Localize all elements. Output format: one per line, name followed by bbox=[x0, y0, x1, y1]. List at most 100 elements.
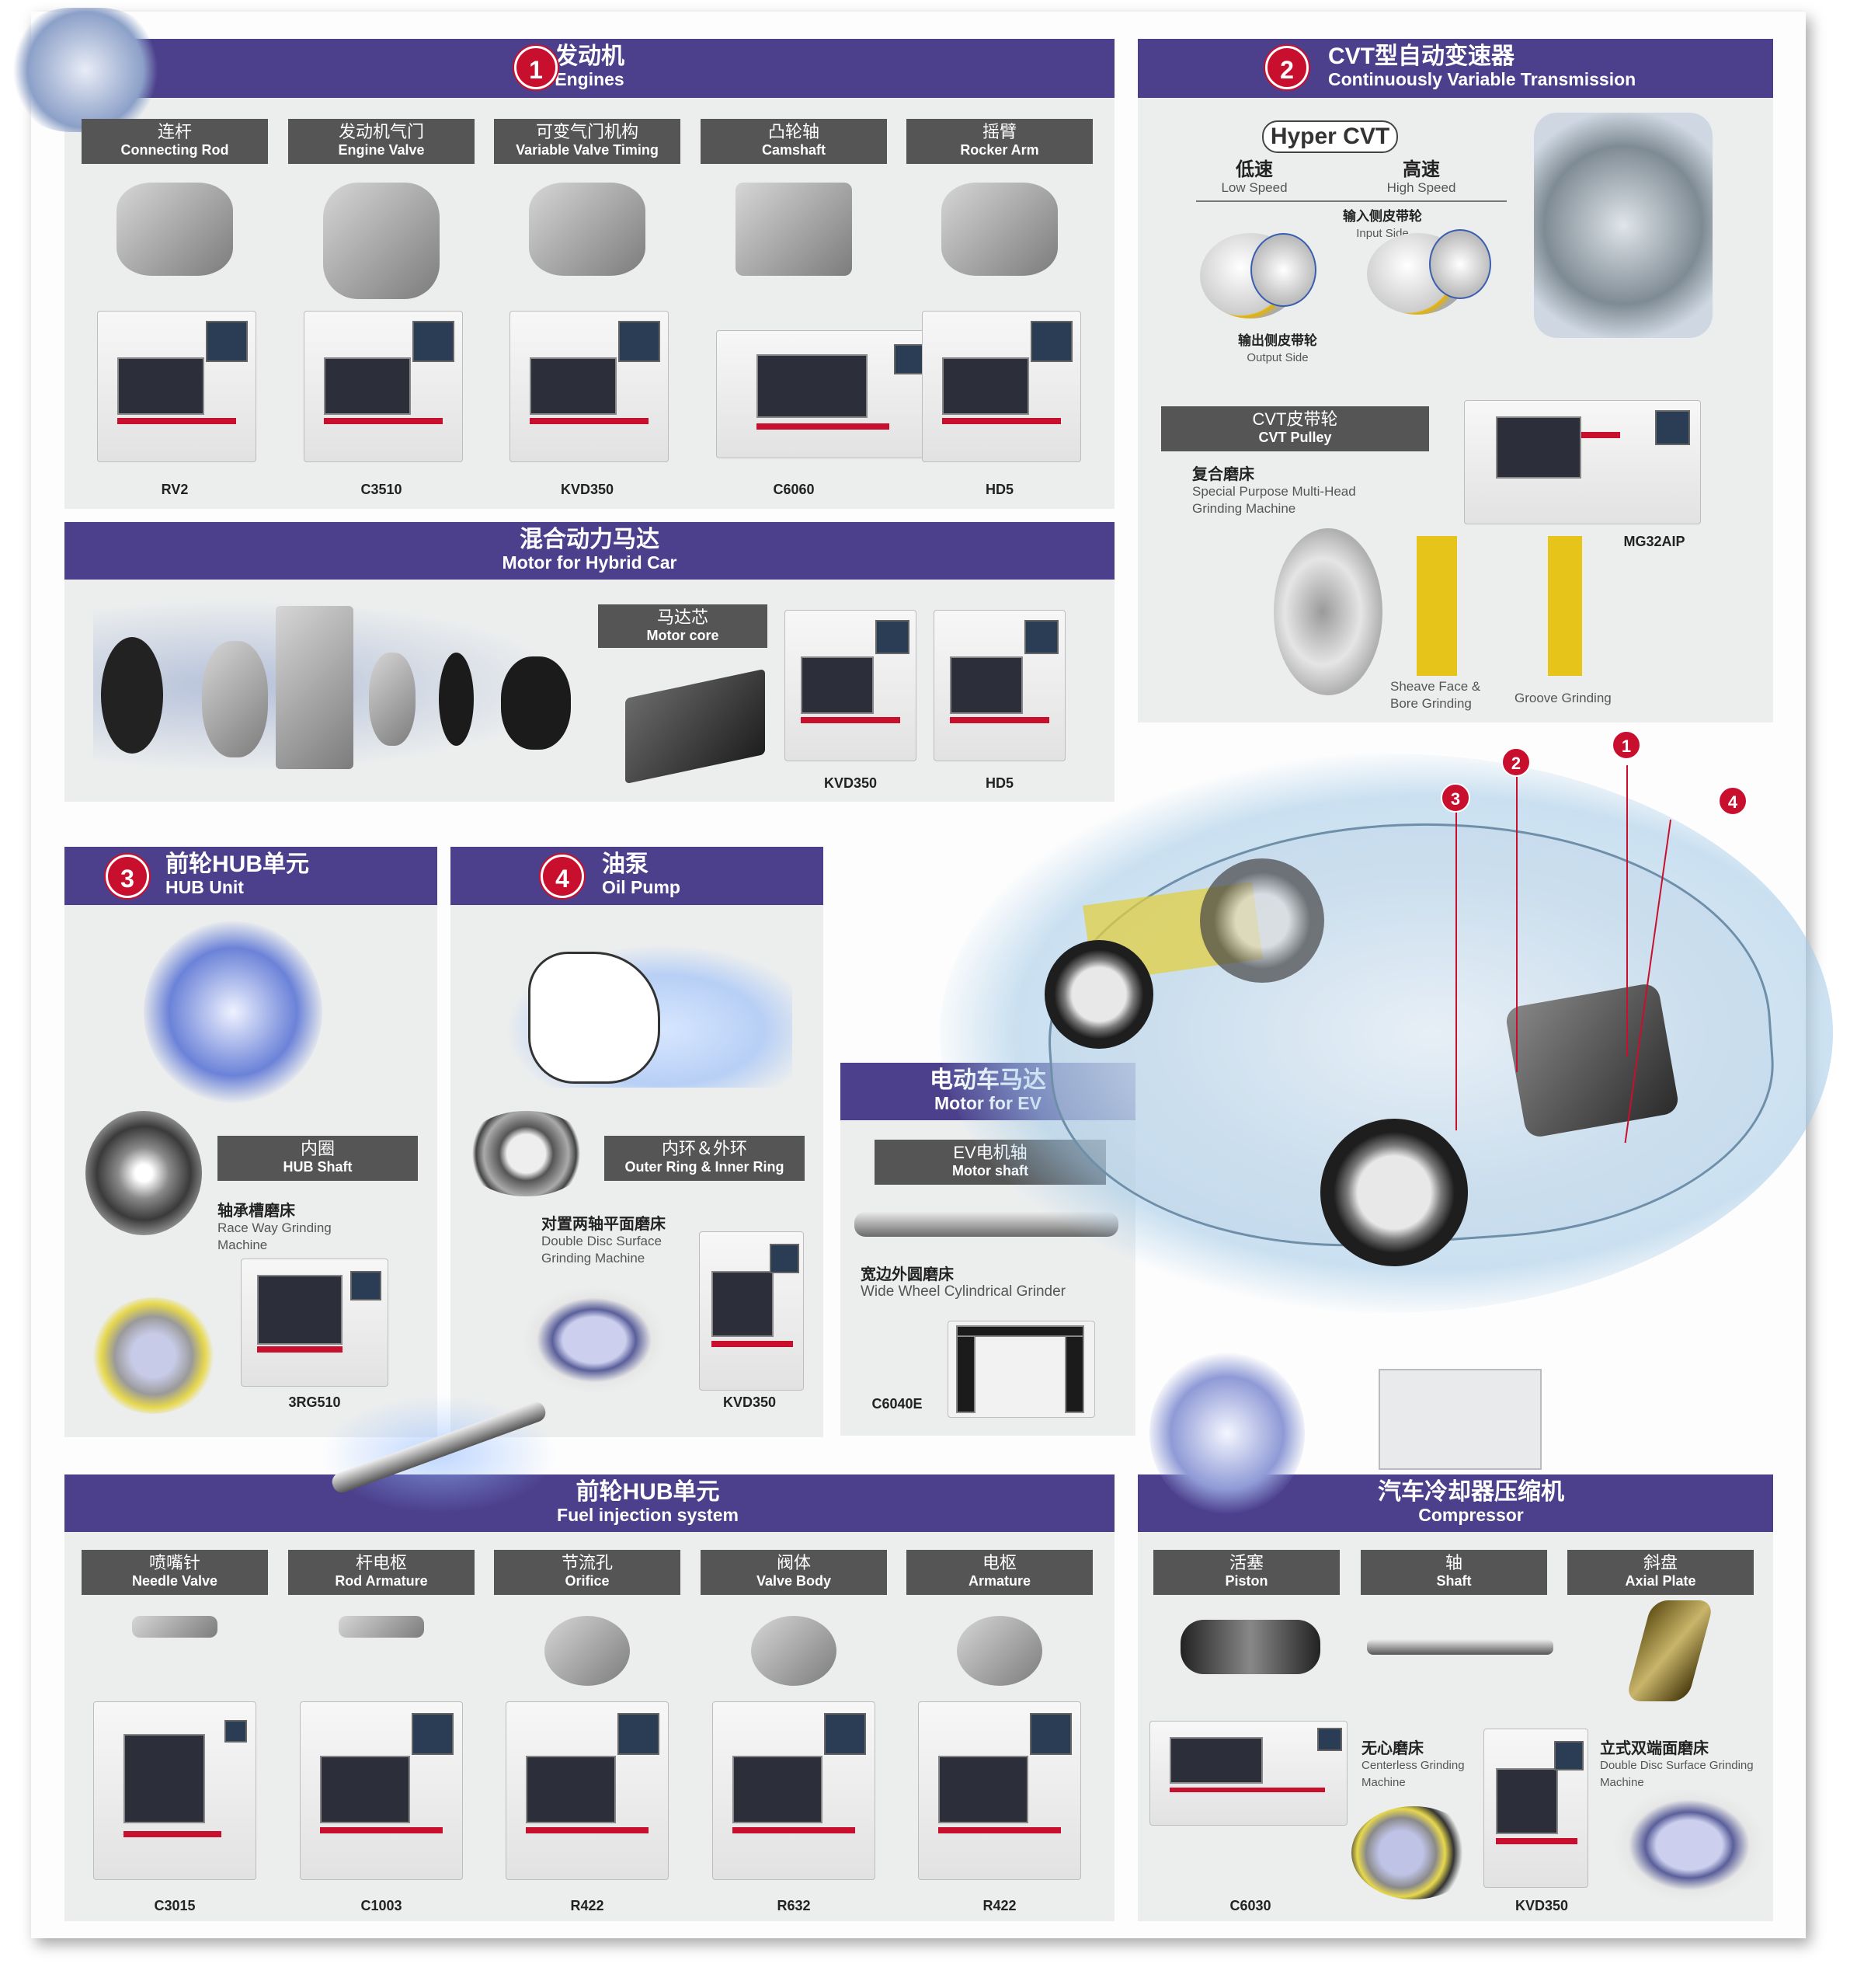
fuel-machine-2-door bbox=[320, 1756, 410, 1824]
speed-divider-line bbox=[1196, 200, 1507, 202]
low-speed-label: 低速 Low Speed bbox=[1212, 159, 1297, 197]
fuel-machine-2-stripe bbox=[320, 1827, 443, 1833]
marker-line-3 bbox=[1455, 808, 1457, 1130]
engine-machine-4-screen bbox=[894, 343, 925, 375]
oil-pump-rings-part bbox=[462, 1111, 590, 1196]
hub-shaft-part bbox=[85, 1111, 202, 1235]
oilpump-header: 油泵 Oil Pump bbox=[450, 847, 823, 905]
cvt-title-en: Continuously Variable Transmission bbox=[1328, 69, 1636, 89]
oil-kvd350-machine-image bbox=[699, 1231, 804, 1391]
fuel-machine-2 bbox=[300, 1701, 463, 1880]
oil-ring-en: Outer Ring & Inner Ring bbox=[624, 1159, 784, 1175]
ev-grinder-en: Wide Wheel Cylindrical Grinder bbox=[861, 1283, 1066, 1300]
engine-thumbnail-image bbox=[12, 8, 159, 132]
fuel-machine-5-screen bbox=[1029, 1712, 1073, 1756]
engine-part-label-2-zh: 发动机气门 bbox=[338, 122, 424, 141]
engine-machine-5-stripe bbox=[941, 417, 1062, 424]
mg32aip-label: MG32AIP bbox=[1623, 534, 1685, 549]
hybrid-machine-label-2: HD5 bbox=[985, 775, 1014, 791]
oil-ring-label: 内环＆外环 Outer Ring & Inner Ring bbox=[604, 1136, 805, 1181]
fuel-part-label-2-zh: 杆电枢 bbox=[355, 1553, 407, 1572]
motor-gear-part bbox=[501, 656, 571, 750]
hub-raceway-diagram bbox=[89, 1297, 217, 1414]
high-speed-en: High Speed bbox=[1386, 180, 1456, 195]
engine-part-label-1-en: Connecting Rod bbox=[120, 142, 229, 158]
hub-shaft-zh: 内圈 bbox=[300, 1139, 335, 1158]
fuel-machine-4-door bbox=[732, 1756, 822, 1824]
cvt-number-badge: 2 bbox=[1265, 46, 1309, 89]
engine-machine-4-door bbox=[756, 353, 868, 419]
groove-grinding-diagram bbox=[1522, 536, 1608, 676]
engine-machine-label-1: RV2 bbox=[161, 482, 189, 497]
fuel-machine-label-5: R422 bbox=[982, 1898, 1017, 1913]
car-marker-4: 4 bbox=[1718, 786, 1748, 816]
engine-machine-2-stripe bbox=[323, 417, 443, 424]
oilpump-grinder-zh: 对置两轴平面磨床 bbox=[541, 1216, 666, 1233]
hub-title-zh: 前轮HUB单元 bbox=[165, 851, 309, 877]
compressor-part-label-2-en: Shaft bbox=[1436, 1573, 1472, 1589]
fuel-machine-4-stripe bbox=[732, 1827, 855, 1833]
engine-part-label-1-zh: 连杆 bbox=[157, 122, 192, 141]
sheave-grinding-label: Sheave Face & Bore Grinding bbox=[1390, 679, 1481, 711]
c6030-machine-image bbox=[1149, 1721, 1348, 1826]
fuel-part-image-3 bbox=[544, 1616, 630, 1686]
oilpump-grinder-en: Double Disc Surface Grinding Machine bbox=[541, 1234, 662, 1266]
engine-part-label-3-en: Variable Valve Timing bbox=[516, 142, 659, 158]
hybrid-machine-2 bbox=[934, 610, 1066, 761]
hyper-cvt-label: Hyper CVT bbox=[1262, 120, 1398, 153]
fuel-machine-label-1: C3015 bbox=[154, 1898, 196, 1913]
ev-grinder-zh: 宽边外圆磨床 bbox=[861, 1266, 954, 1283]
hub-wheel-image bbox=[144, 921, 322, 1103]
compressor-cutaway-image bbox=[1379, 1369, 1542, 1470]
engine-machine-5 bbox=[922, 311, 1081, 462]
engine-part-image-1 bbox=[116, 183, 233, 276]
groove-grinding-label: Groove Grinding bbox=[1514, 691, 1612, 705]
fuel-part-label-3-en: Orifice bbox=[565, 1573, 610, 1589]
comp-disc-zh: 立式双端面磨床 bbox=[1600, 1740, 1709, 1757]
engine-machine-1-door bbox=[116, 357, 205, 415]
engines-number-badge: 1 bbox=[514, 46, 558, 89]
cvt-grinder-desc: 复合磨床 Special Purpose Multi-Head Grinding… bbox=[1192, 466, 1394, 517]
engine-machine-4-stripe bbox=[756, 423, 890, 430]
fuel-machine-4-screen bbox=[823, 1712, 867, 1756]
fuel-machine-3 bbox=[506, 1701, 669, 1880]
oil-pump-housing-part bbox=[528, 952, 660, 1084]
hub-number-badge: 3 bbox=[106, 855, 149, 898]
compressor-part-label-2-zh: 轴 bbox=[1445, 1553, 1462, 1572]
input-side-zh: 输入侧皮带轮 bbox=[1343, 209, 1422, 224]
low-speed-pulley-diagram-2 bbox=[1250, 233, 1316, 307]
compressor-part-label-3-zh: 斜盘 bbox=[1643, 1553, 1678, 1572]
oil-kvd350-label: KVD350 bbox=[722, 1394, 777, 1410]
compressor-title-zh: 汽车冷却器压缩机 bbox=[1378, 1479, 1564, 1505]
fuel-machine-label-2: C1003 bbox=[360, 1898, 402, 1913]
engines-title-en: Engines bbox=[555, 69, 624, 89]
hybrid-machine-label-1: KVD350 bbox=[823, 775, 878, 791]
compressor-part-label-3-en: Axial Plate bbox=[1625, 1573, 1696, 1589]
fuel-machine-1-stripe bbox=[123, 1830, 221, 1837]
fuel-part-label-5-zh: 电枢 bbox=[982, 1553, 1017, 1572]
engine-part-label-3-zh: 可变气门机构 bbox=[535, 122, 638, 141]
fuel-part-label-1-en: Needle Valve bbox=[131, 1573, 218, 1589]
engine-machine-label-2: C3510 bbox=[360, 482, 402, 497]
engine-machine-2-screen bbox=[412, 320, 454, 362]
fuel-machine-5-stripe bbox=[938, 1827, 1061, 1833]
output-side-en: Output Side bbox=[1247, 351, 1309, 364]
high-speed-zh: 高速 bbox=[1403, 159, 1440, 180]
engines-title-zh: 发动机 bbox=[555, 44, 624, 69]
car-second-wheel bbox=[1200, 858, 1324, 983]
hybrid-machine-2-screen bbox=[1024, 619, 1059, 654]
fuel-part-image-4 bbox=[751, 1616, 836, 1686]
marker-line-1 bbox=[1626, 765, 1628, 1057]
hub-title-en: HUB Unit bbox=[165, 877, 244, 897]
engine-machine-1-screen bbox=[206, 320, 248, 362]
engine-part-label-5-en: Rocker Arm bbox=[960, 142, 1039, 158]
engine-part-image-2 bbox=[323, 183, 440, 299]
fuel-part-label-2-en: Rod Armature bbox=[335, 1573, 428, 1589]
low-speed-zh: 低速 bbox=[1236, 159, 1273, 180]
